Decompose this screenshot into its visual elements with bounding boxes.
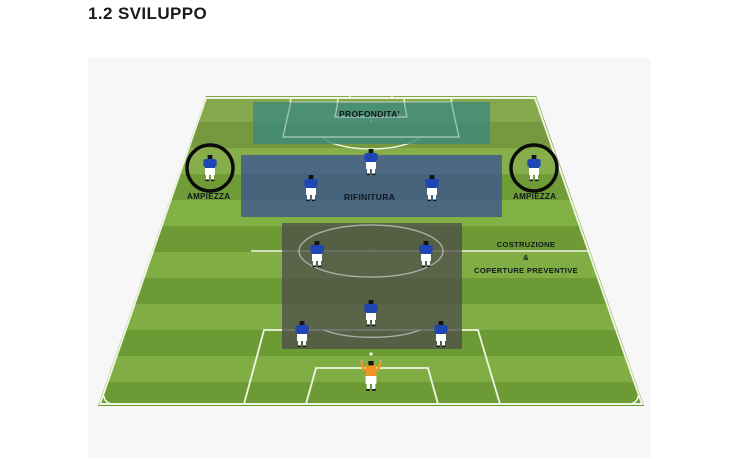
corner-arc-bl	[103, 395, 117, 405]
ampiezza-left-circle	[185, 143, 235, 193]
player-goalkeeper	[360, 360, 382, 391]
ampiezza-right-circle	[509, 143, 559, 193]
zone-profondita	[253, 102, 490, 144]
player-outfield	[203, 155, 217, 182]
near-goal-area	[304, 367, 440, 405]
near-penalty-spot	[369, 352, 373, 356]
player-outfield	[527, 155, 541, 182]
player-outfield	[419, 241, 433, 268]
player-outfield	[310, 241, 324, 268]
ampiezza-markers	[185, 143, 559, 193]
players-layer	[203, 149, 541, 391]
player-outfield	[364, 149, 378, 176]
player-outfield	[304, 175, 318, 202]
player-outfield	[425, 175, 439, 202]
tactical-diagram-figure: PROFONDITA' RIFINITURA AMPIEZZA AMPIEZZA…	[88, 58, 651, 458]
page-title: 1.2 SVILUPPO	[88, 4, 208, 23]
player-outfield	[295, 321, 309, 348]
player-outfield	[434, 321, 448, 348]
zone-costruzione	[282, 223, 462, 349]
pitch-markings-overlay	[282, 101, 460, 338]
player-outfield	[364, 300, 378, 327]
pitch-svg	[88, 58, 651, 458]
corner-arc-br	[625, 395, 639, 405]
